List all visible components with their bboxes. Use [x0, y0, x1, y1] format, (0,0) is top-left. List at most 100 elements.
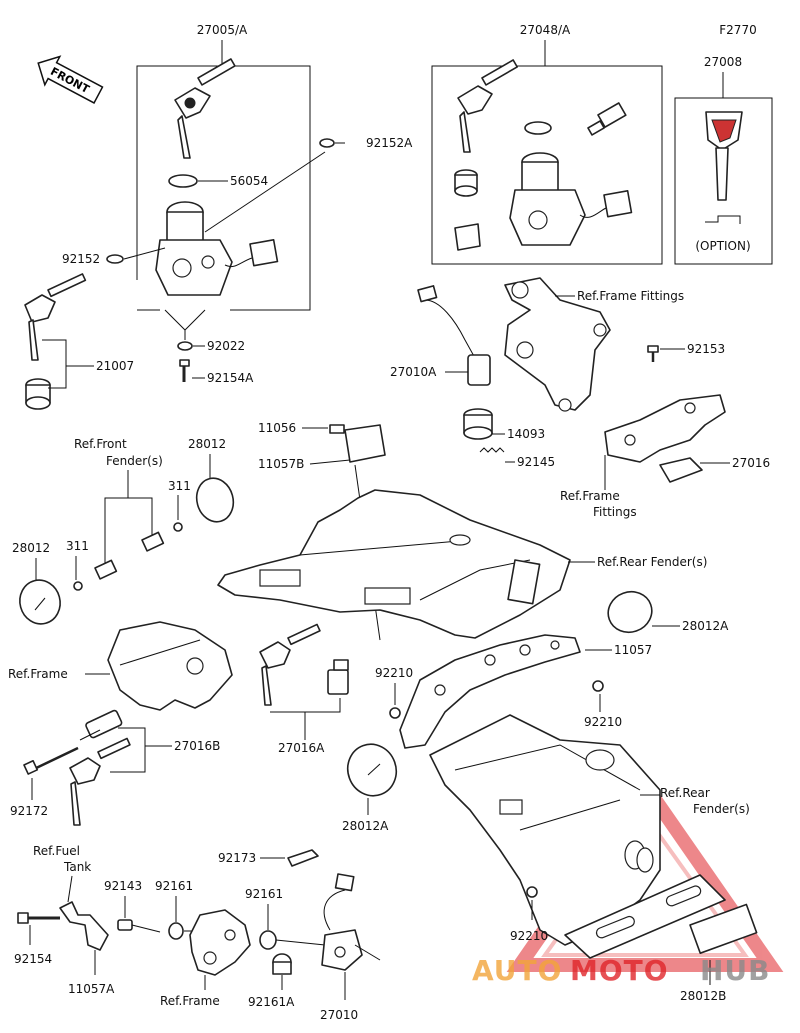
label-28012a-right: 28012A: [682, 619, 729, 633]
group-27005-frame: 27005/A: [136, 23, 311, 311]
label-28012b: 28012B: [680, 989, 726, 1003]
label-11056: 11056: [258, 421, 296, 435]
label-ref-fuel-tank-b: Tank: [63, 860, 91, 874]
screw-92154a: [179, 359, 190, 382]
sensor-27010a: [417, 285, 491, 386]
label-92154a: 92154A: [207, 371, 254, 385]
label-ref-fuel-tank-a: Ref.Fuel: [33, 844, 80, 858]
nut-311-left: [73, 581, 83, 591]
reflector-28012b: [689, 903, 758, 954]
label-27010: 27010: [320, 1008, 358, 1022]
label-311-left: 311: [66, 539, 89, 553]
grommet-92161-left: [168, 922, 184, 940]
label-92172: 92172: [10, 804, 48, 818]
lock-cylinder-27048: [454, 169, 478, 197]
label-ref-frame-1: Ref.Frame: [8, 667, 68, 681]
spring-92145: [479, 447, 505, 453]
cap-28012-left: [19, 579, 61, 625]
label-92152: 92152: [62, 252, 100, 266]
label-92161a: 92161A: [248, 995, 295, 1009]
label-56054: 56054: [230, 174, 268, 188]
label-28012-left: 28012: [12, 541, 50, 555]
watermark-part1: AUTO: [472, 954, 562, 987]
collar-92143: [117, 919, 161, 933]
label-92210-low: 92210: [510, 929, 548, 943]
nut-92210-right: [592, 680, 604, 692]
watermark-text: AUTO MOTO HUB: [472, 954, 771, 987]
label-92173: 92173: [218, 851, 256, 865]
ignition-key-27005: [174, 58, 236, 159]
label-ref-rear-fender-2a: Ref.Rear: [660, 786, 710, 800]
key-cylinder-27048: [587, 102, 627, 136]
frame-section: [107, 621, 233, 711]
label-92161-right: 92161: [245, 887, 283, 901]
bolt-92172: [23, 746, 79, 775]
stud-left: [94, 559, 118, 580]
collar-92161a: [272, 953, 292, 975]
label-ref-front-fender-a: Ref.Front: [74, 437, 127, 451]
label-92152a: 92152A: [366, 136, 413, 150]
screw-92153: [647, 345, 659, 362]
cap-14093: [463, 408, 493, 440]
label-311-top: 311: [168, 479, 191, 493]
frame-fitting-upper: [504, 277, 611, 412]
label-ref-frame-fittings-2b: Fittings: [593, 505, 637, 519]
label-11057b: 11057B: [258, 457, 304, 471]
label-27008: 27008: [704, 55, 742, 69]
label-27016b: 27016B: [174, 739, 220, 753]
group-27008-frame: 27008 (OPTION): [674, 55, 773, 265]
nut-92210-low: [526, 886, 538, 898]
label-27010a: 27010A: [390, 365, 437, 379]
rear-fender-lower: [429, 714, 661, 946]
bracket-27048: [454, 223, 481, 251]
bolt-92154: [17, 912, 60, 924]
frame-bracket-lower: [189, 909, 251, 976]
washer-27048: [524, 121, 552, 135]
nut-311-top: [173, 522, 183, 532]
nut-92210-mid: [389, 707, 401, 719]
label-27016: 27016: [732, 456, 770, 470]
key-27016a: [259, 623, 321, 706]
label-92161-left: 92161: [155, 879, 193, 893]
cover-11056: [329, 424, 386, 463]
plate-holder: [564, 874, 726, 959]
group-27048-frame: 27048/A: [431, 23, 663, 265]
label-28012a-mid: 28012A: [342, 819, 389, 833]
cap-28012-top: [195, 477, 235, 523]
label-ref-rear-fender-1: Ref.Rear Fender(s): [597, 555, 707, 569]
key-27008: [705, 111, 743, 224]
label-27048: 27048/A: [520, 23, 571, 37]
grommet-92161-right: [259, 930, 277, 950]
label-92210-mid: 92210: [375, 666, 413, 680]
bracket-11057a: [59, 901, 109, 951]
stud-top: [141, 531, 165, 552]
cap-28012a-right: [607, 590, 653, 634]
ignition-switch-27048: [509, 152, 633, 246]
figure-code: F2770: [719, 23, 756, 37]
label-28012-top: 28012: [188, 437, 226, 451]
bracket-27016: [604, 394, 726, 483]
label-21007: 21007: [96, 359, 134, 373]
label-92022: 92022: [207, 339, 245, 353]
rear-fender: [217, 489, 571, 639]
label-92210-right: 92210: [584, 715, 622, 729]
label-option: (OPTION): [695, 239, 750, 253]
label-92153: 92153: [687, 342, 725, 356]
label-27005: 27005/A: [197, 23, 248, 37]
label-ref-frame-fittings-2a: Ref.Frame: [560, 489, 620, 503]
label-ref-front-fender-b: Fender(s): [106, 454, 163, 468]
washer-92022: [177, 341, 193, 351]
watermark-part3: HUB: [700, 954, 771, 987]
label-92145: 92145: [517, 455, 555, 469]
key-27016b: [69, 737, 131, 826]
cap-28012a-mid: [346, 743, 398, 797]
label-11057: 11057: [614, 643, 652, 657]
label-ref-frame-fittings-1: Ref.Frame Fittings: [577, 289, 684, 303]
lock-cylinder-21007: [25, 378, 51, 410]
watermark-part2: MOTO: [570, 954, 669, 987]
washer-92152a: [319, 138, 335, 148]
label-27016a: 27016A: [278, 741, 325, 755]
washer-56054: [168, 174, 198, 188]
lock-27016a: [327, 659, 349, 695]
